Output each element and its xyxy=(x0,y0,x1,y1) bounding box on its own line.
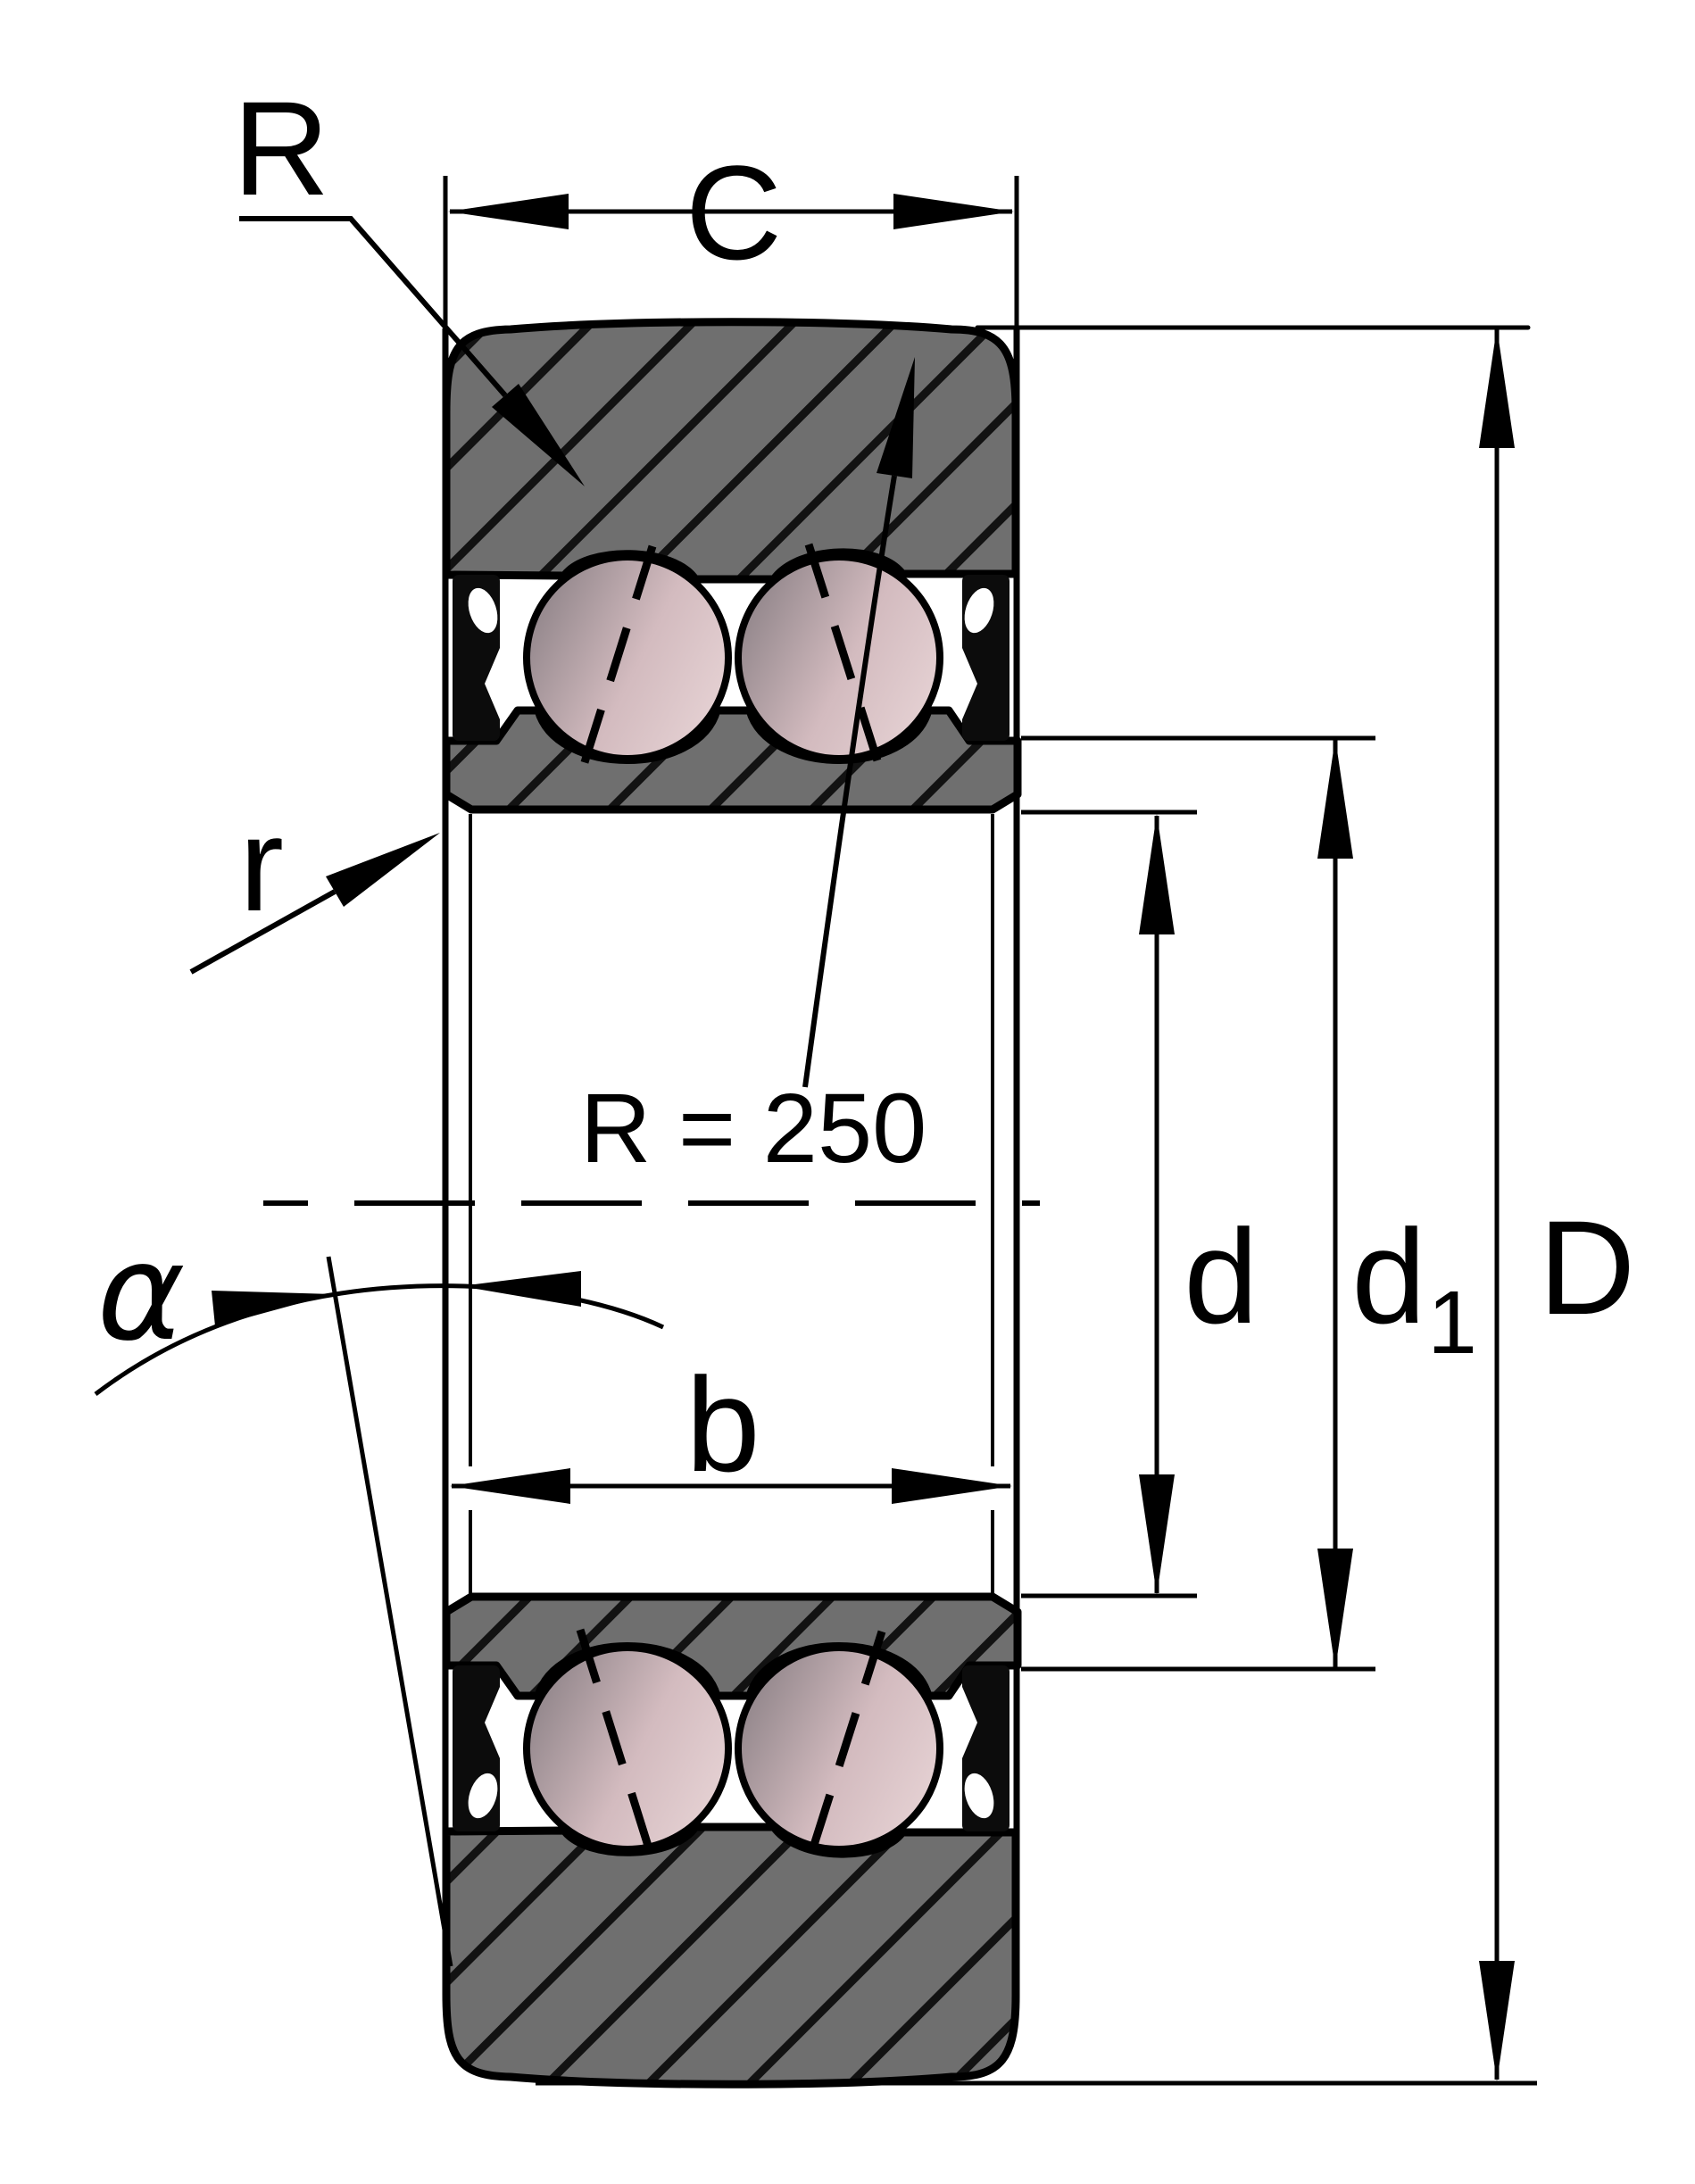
callout-crown-radius: R = 250 xyxy=(580,357,926,1183)
ball-top-right xyxy=(735,553,943,762)
d-arrow-bottom xyxy=(1139,1474,1175,1595)
outer-ring-top-section xyxy=(442,318,1020,584)
label-b: b xyxy=(685,1349,760,1499)
label-r: r xyxy=(239,789,284,939)
dimension-D: D xyxy=(536,325,1635,2086)
b-arrow-right xyxy=(892,1468,1012,1504)
contact-axis-bottom-right xyxy=(804,1630,886,1864)
construction-lines xyxy=(263,176,1040,1995)
r-arrowhead xyxy=(326,833,440,907)
callout-R: R xyxy=(233,73,585,486)
crown-radius-arrowhead xyxy=(877,357,915,478)
b-arrow-left xyxy=(450,1468,570,1504)
seal-notch xyxy=(485,1687,500,1758)
seal-top-left xyxy=(453,575,500,741)
r-leader-line xyxy=(189,889,337,975)
inner-ring-bottom-section xyxy=(442,1592,1022,1700)
seal-lip-gap xyxy=(468,1773,498,1819)
label-d: d xyxy=(1184,1201,1258,1351)
contact-axis-top-right xyxy=(804,543,886,776)
c-arrow-right xyxy=(893,194,1014,229)
crown-radius-leader xyxy=(802,475,897,1088)
label-d1-subscript: 1 xyxy=(1427,1273,1477,1373)
angle-alpha: α xyxy=(94,1216,665,1967)
label-c: C xyxy=(685,137,782,287)
d1-arrow-top xyxy=(1317,738,1353,859)
seal-notch xyxy=(485,648,500,719)
ball-row-top xyxy=(523,543,943,778)
outer-ring-bottom-section xyxy=(442,1823,1020,2089)
alpha-angle-arc xyxy=(94,1283,665,1396)
R-arrowhead xyxy=(492,384,585,486)
label-crown-radius-value: R = 250 xyxy=(580,1074,926,1183)
alpha-arrowhead-left xyxy=(212,1291,333,1326)
contact-angle-reference-line xyxy=(326,1256,453,1967)
inner-ring-top-section xyxy=(442,706,1022,814)
dimension-d1: d 1 xyxy=(1021,735,1477,1672)
seal-bottom-left xyxy=(453,1665,500,1831)
seal-bottom-right xyxy=(962,1665,1010,1831)
ball-bottom-right xyxy=(735,1644,943,1853)
d-arrow-top xyxy=(1139,814,1175,934)
ball-top-left xyxy=(523,553,732,762)
bearing-bottom-half xyxy=(442,1592,1022,2089)
seal-lip-gap xyxy=(468,587,498,634)
label-R: R xyxy=(233,73,329,223)
label-D: D xyxy=(1539,1192,1635,1342)
seal-top-right xyxy=(962,575,1010,741)
D-arrow-top xyxy=(1479,328,1515,448)
label-d1-base: d xyxy=(1351,1201,1425,1351)
label-alpha: α xyxy=(97,1216,186,1371)
ball-bottom-left xyxy=(523,1644,732,1853)
c-arrow-left xyxy=(448,194,569,229)
bearing-top-half xyxy=(442,318,1022,814)
seal-notch xyxy=(962,648,977,719)
dimension-b: b xyxy=(450,1349,1012,1504)
dimension-d: d xyxy=(1021,810,1259,1599)
contact-axis-bottom-left xyxy=(576,1628,657,1862)
alpha-arrowhead-right xyxy=(461,1271,581,1307)
seal-notch xyxy=(962,1687,977,1758)
dimension-c: C xyxy=(448,137,1014,287)
contact-axis-top-left xyxy=(576,544,657,778)
D-arrow-bottom xyxy=(1479,1961,1515,2081)
R-leader-line xyxy=(239,216,508,397)
d1-arrow-bottom xyxy=(1317,1549,1353,1669)
seal-lip-gap xyxy=(964,1773,994,1819)
callout-r: r xyxy=(189,789,440,975)
seal-lip-gap xyxy=(964,587,994,634)
ball-row-bottom xyxy=(523,1628,943,1864)
